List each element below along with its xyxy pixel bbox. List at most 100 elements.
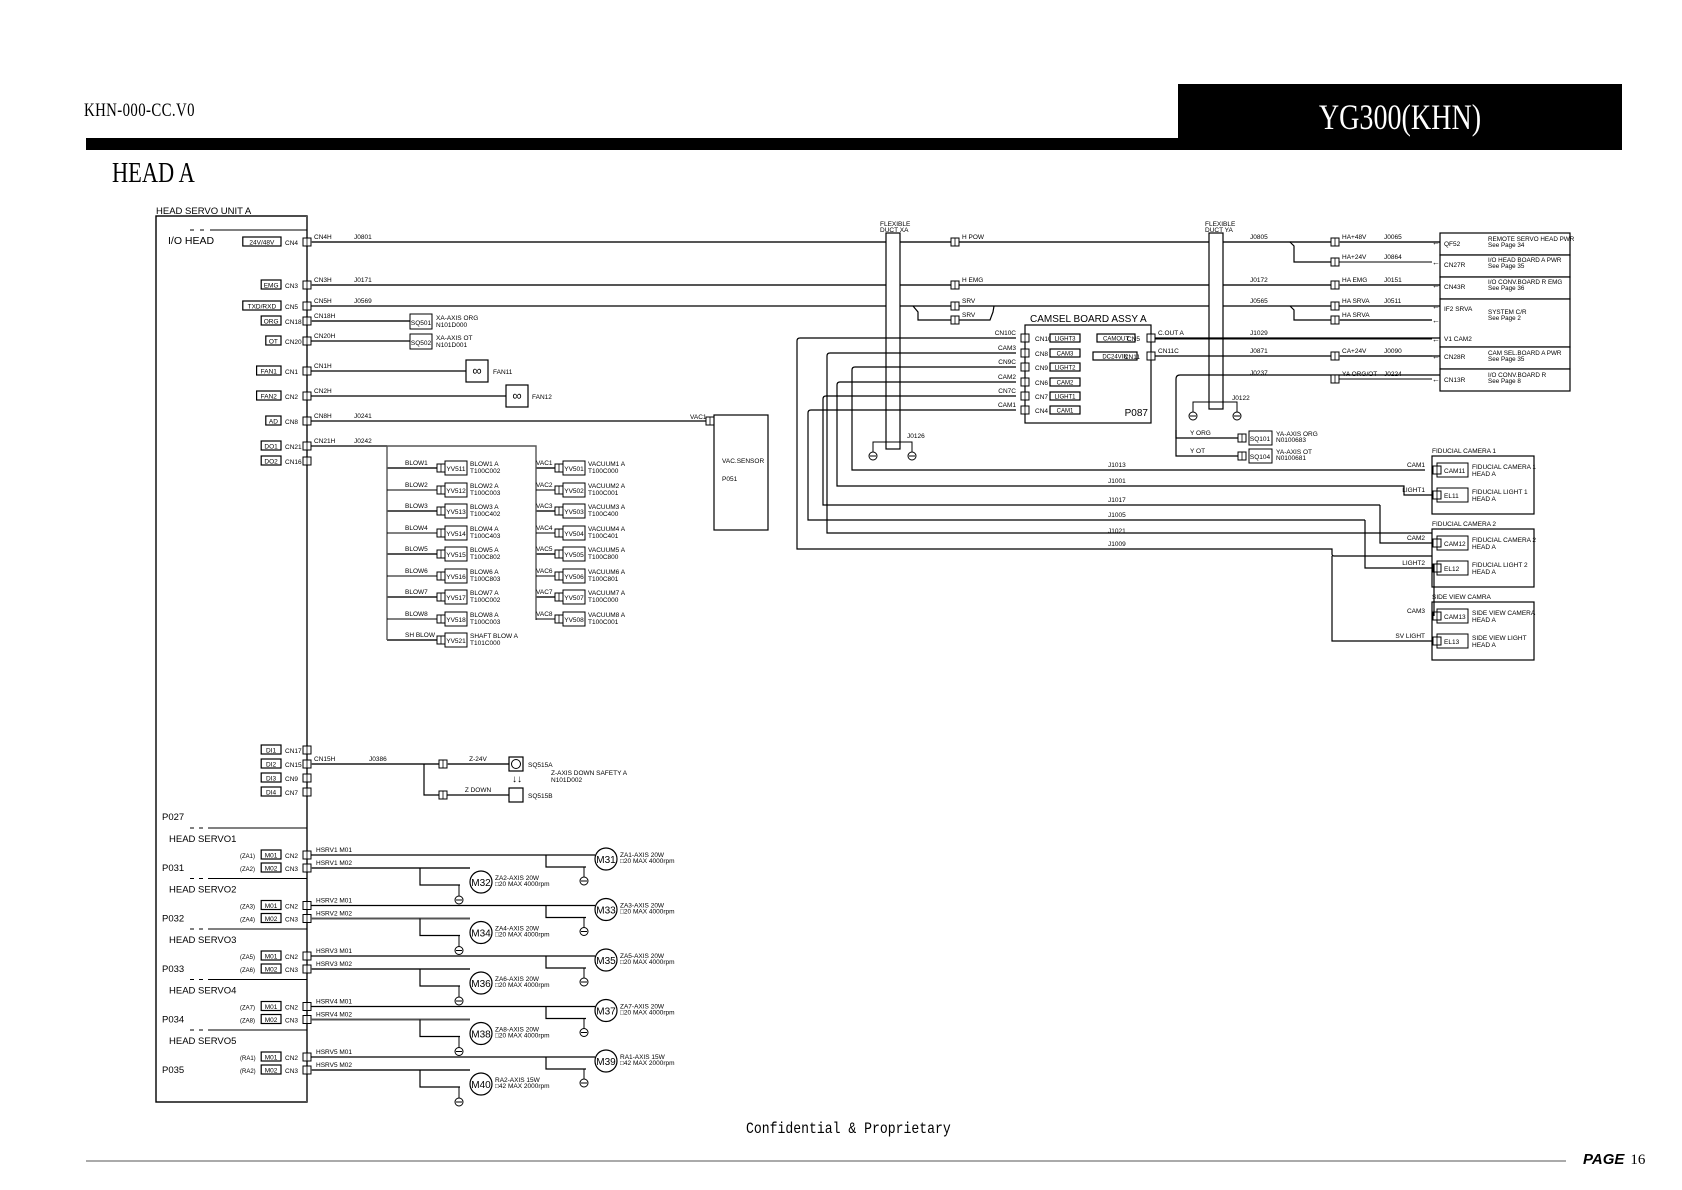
vac-valve-id: YV504 (564, 531, 584, 538)
camsel-wire-label: CN10C (995, 330, 1017, 337)
target-box-sysc (1439, 298, 1571, 348)
confidential-notice: Confidential & Proprietary (746, 1120, 951, 1138)
motor-id: M38 (471, 1030, 491, 1041)
blow-valve-desc: BLOW5 A (470, 547, 499, 554)
vac-valve-id: YV503 (564, 509, 584, 516)
camsel-right-cn: CN5 (1127, 336, 1140, 343)
motor-tag: M01 (265, 1004, 278, 1011)
cam2-link (1379, 505, 1432, 544)
camera-item-wire: SV LIGHT (1395, 633, 1425, 640)
vac-valve-desc: VACUUM6 A (588, 569, 626, 576)
blow-valve-box (444, 632, 468, 648)
fan-icon: ∞ (512, 388, 521, 403)
motor-tag: M01 (265, 1055, 278, 1062)
camsel-tag: LIGHT2 (1054, 366, 1076, 372)
vac-valve-id: YV506 (564, 574, 584, 581)
vac-valve-id: YV505 (564, 552, 584, 559)
ya-ot-code: N0100681 (1276, 455, 1306, 462)
vac-wire-label: VAC8 (536, 611, 553, 618)
vac-sensor-board: P051 (722, 476, 738, 483)
camera-item-wire: LIGHT2 (1402, 560, 1425, 567)
motor-wire-label: HSRV2 M01 (316, 898, 352, 905)
motor-spec: RA2-AXIS 15W (495, 1077, 541, 1084)
right-wire-label: CA+24V (1342, 348, 1367, 355)
harness-label: CN20H (314, 333, 336, 340)
document-id: KHN-000-CC.V0 (84, 100, 195, 121)
wire-zdown (423, 764, 440, 796)
io-cn-label: CN5 (285, 304, 298, 311)
wire-ya-org (1175, 374, 1440, 439)
motor-wire-label: HSRV5 M02 (316, 1062, 352, 1069)
blow-valve-box (444, 482, 468, 498)
blow-wire-label: BLOW1 (405, 460, 428, 467)
vac-valve-box (562, 503, 586, 519)
motor-cn: CN3 (285, 1068, 298, 1075)
duct-ya-ground-wire (1192, 401, 1238, 412)
right-wire-label: HA+24V (1342, 254, 1367, 261)
blow-valve-desc: SHAFT BLOW A (470, 633, 519, 640)
camera-item-head: HEAD A (1472, 471, 1497, 478)
camera-group-title: SIDE VIEW CAMRA (1432, 594, 1492, 601)
camsel-cn: CN4 (1035, 408, 1048, 415)
target-id: QF52 (1444, 241, 1461, 248)
right-wire-label: HA SRVA (1342, 312, 1370, 319)
srv-branch-b (959, 305, 995, 321)
motor-tag: M01 (265, 954, 278, 961)
harness-label: CN18H (314, 313, 336, 320)
io-tag-do1: DO1 (264, 444, 278, 451)
di-cn-label: CN15 (285, 762, 302, 769)
camsel-tag-box (1049, 362, 1081, 372)
di-tag-di3-box (260, 772, 282, 783)
right-j-label: J0090 (1384, 348, 1402, 355)
blow-valve-box (444, 546, 468, 562)
camera-item-desc: FIDUCIAL CAMERA 1 (1472, 464, 1536, 471)
camsel-tag-box (1049, 348, 1081, 358)
sq515a-label: SQ515A (528, 762, 553, 769)
target-id: IF2 SRVA (1444, 306, 1473, 313)
motor-wire-label: HSRV5 M01 (316, 1049, 352, 1056)
branch-ha24 (1289, 241, 1332, 263)
motor-tag: M02 (265, 866, 278, 873)
blow-valve-desc: BLOW7 A (470, 590, 499, 597)
motor-tag-box (260, 1064, 282, 1075)
blow-wire-label: BLOW7 (405, 589, 428, 596)
io-tag-ot-box (265, 335, 282, 346)
motor-icon (594, 897, 618, 922)
right-wire-label: HA SRVA (1342, 298, 1370, 305)
light2-link (1364, 520, 1432, 569)
motor-spec-2: □20 MAX 4000rpm (495, 1033, 550, 1040)
servo-unit-title: HEAD SERVO UNIT A (156, 206, 252, 217)
blow-valve-code: T100C802 (470, 554, 501, 561)
j0237-label: J0237 (1250, 370, 1268, 377)
camera-item-id: CAM12 (1444, 541, 1466, 548)
io-cn-label: CN16 (285, 459, 302, 466)
motor-icon (469, 1021, 493, 1046)
vac-valve-id: YV502 (564, 488, 584, 495)
target-id: CN28R (1444, 354, 1466, 361)
vac-valve-code: T100C001 (588, 619, 619, 626)
vac-valve-desc: VACUUM5 A (588, 547, 626, 554)
duct-xa-ground-label: J0126 (907, 433, 925, 440)
camsel-tag-box (1049, 405, 1081, 415)
motor-tag: M02 (265, 916, 278, 923)
blow-wire-label: BLOW8 (405, 611, 428, 618)
camsel-wire-label: CAM3 (998, 345, 1016, 352)
camsel-tag: CAM3 (1057, 352, 1074, 358)
motor-spec-2: □20 MAX 4000rpm (495, 881, 550, 888)
duct-xa-label-1: FLEXIBLE (880, 221, 911, 228)
target-desc: CAM SEL.BOARD A PWR (1488, 350, 1562, 357)
arrow-left-icon: ← (1432, 281, 1440, 290)
target-page-ref: See Page 36 (1488, 285, 1525, 292)
di-tag-di4-box (260, 786, 282, 797)
camera-wire-label: J1021 (1108, 528, 1126, 535)
di-tag-di1-box (260, 744, 282, 755)
y-org-label: Y ORG (1190, 430, 1211, 437)
target-desc: REMOTE SERVO HEAD PWR (1488, 236, 1575, 243)
blow-valve-id: YV516 (446, 574, 466, 581)
motor-tag: M01 (265, 853, 278, 860)
camera-item-head: HEAD A (1472, 642, 1497, 649)
motor-tag-box (260, 899, 282, 911)
vac-valve-desc: VACUUM1 A (588, 461, 626, 468)
blow-valve-desc: BLOW8 A (470, 612, 499, 619)
page-heading: HEAD A (112, 158, 195, 189)
